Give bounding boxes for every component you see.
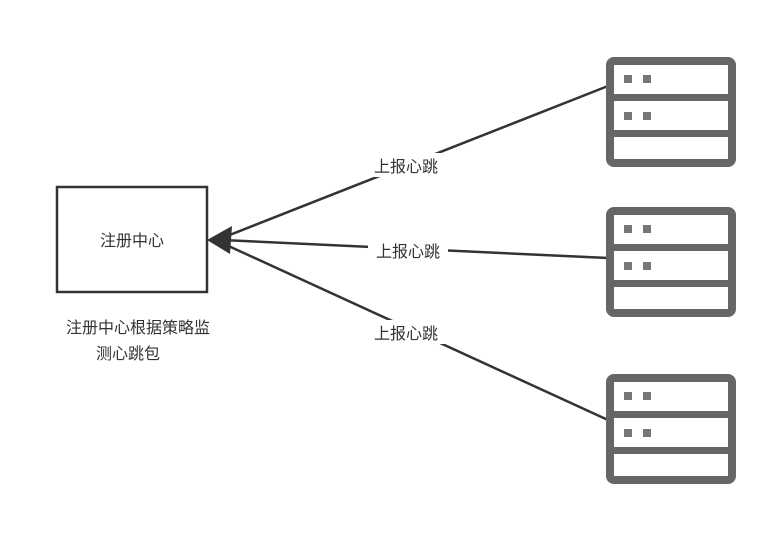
arrow-head <box>207 226 232 254</box>
edge-label-3: 上报心跳 <box>374 324 438 343</box>
edge-label-2-group: 上报心跳 <box>368 238 448 262</box>
edge-label-1-group: 上报心跳 <box>366 153 446 177</box>
server-icon <box>606 207 736 317</box>
registry-note-line-1: 注册中心根据策略监 <box>66 318 210 337</box>
registry-label: 注册中心 <box>100 231 164 250</box>
edge-label-1: 上报心跳 <box>374 157 438 176</box>
edge-label-3-group: 上报心跳 <box>366 320 446 344</box>
registry-node: 注册中心 <box>55 185 209 294</box>
server-icon <box>606 57 736 167</box>
server-icon <box>606 374 736 484</box>
edge-label-2: 上报心跳 <box>376 242 440 261</box>
registry-note-line-2: 测心跳包 <box>96 344 160 363</box>
